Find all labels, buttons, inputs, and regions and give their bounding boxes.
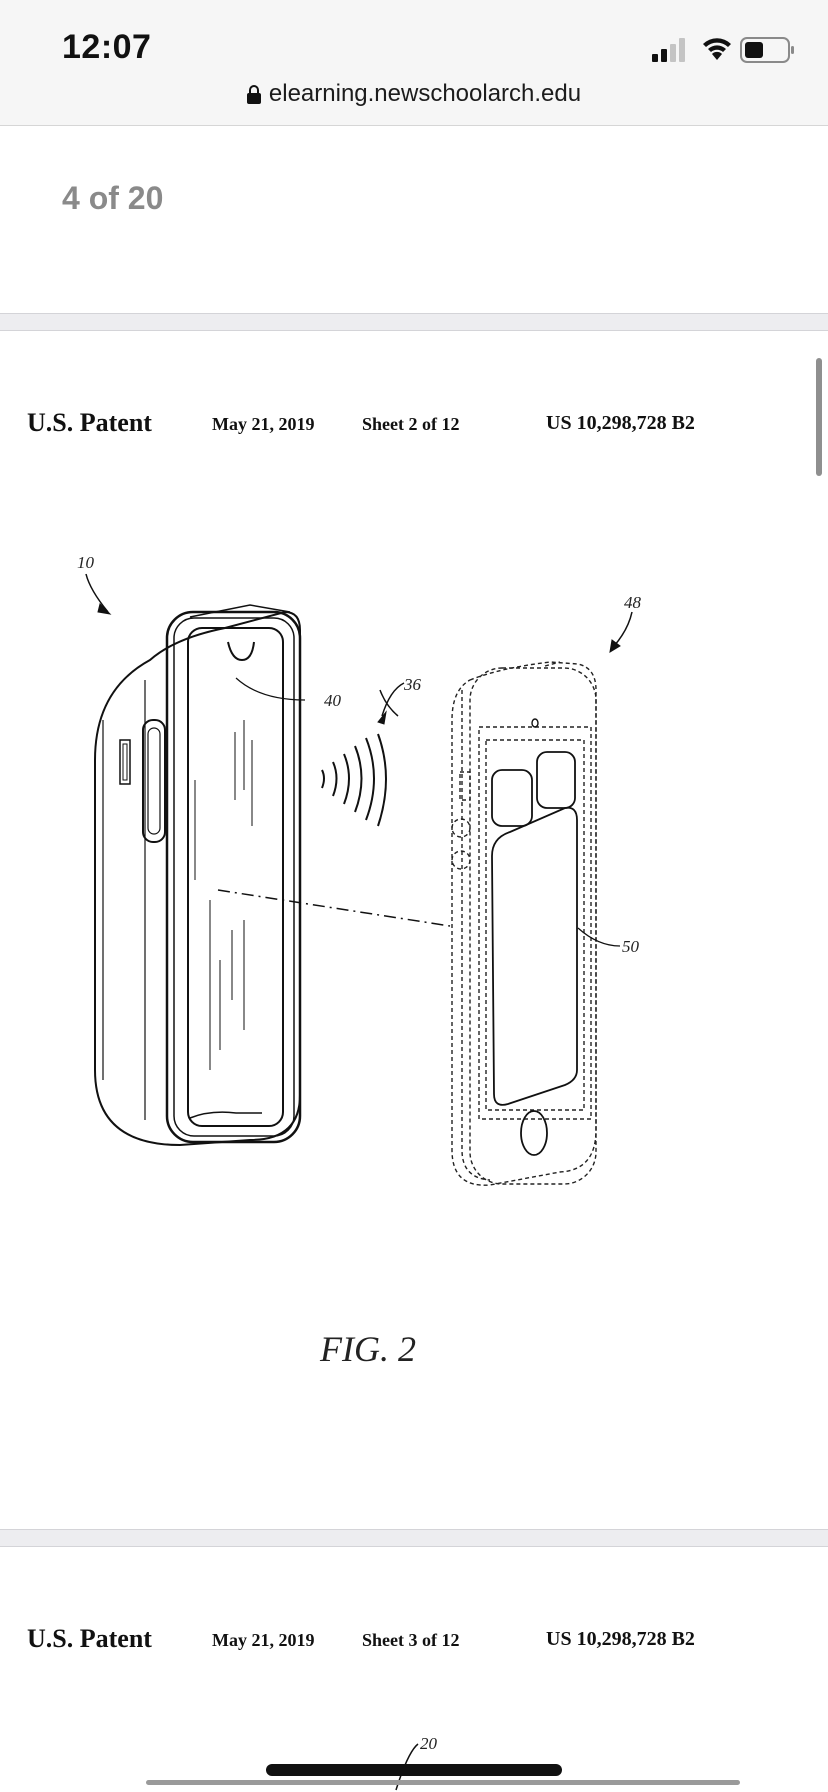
patent-header: U.S. Patent May 21, 2019 Sheet 3 of 12 U… — [0, 1624, 828, 1664]
wifi-icon — [703, 38, 731, 60]
patent-header: U.S. Patent May 21, 2019 Sheet 2 of 12 U… — [0, 408, 828, 448]
patent-sheet: Sheet 3 of 12 — [362, 1630, 460, 1650]
patent-figure-drawing: 10 48 36 40 50 — [77, 553, 642, 1186]
page-counter: 4 of 20 — [62, 180, 164, 216]
patent-date: May 21, 2019 — [212, 414, 315, 434]
patent-sheet: Sheet 2 of 12 — [362, 414, 460, 434]
status-bar: 12:07 elearning.newschoolarch.edu — [0, 0, 828, 126]
address-bar[interactable]: elearning.newschoolarch.edu — [0, 80, 828, 108]
lock-icon — [246, 85, 261, 104]
page-separator — [0, 313, 828, 331]
figure-caption: FIG. 2 — [320, 1329, 416, 1369]
scrollbar-thumb[interactable] — [816, 358, 822, 476]
patent-number: US 10,298,728 B2 — [546, 1628, 695, 1650]
url-text: elearning.newschoolarch.edu — [268, 80, 582, 107]
cellular-signal-icon — [652, 38, 685, 62]
ref-label-48: 48 — [624, 593, 642, 612]
clock: 12:07 — [62, 28, 152, 66]
home-indicator[interactable] — [266, 1764, 562, 1776]
horizontal-scrollbar[interactable] — [146, 1780, 740, 1785]
patent-number: US 10,298,728 B2 — [546, 412, 695, 434]
ref-label-10: 10 — [77, 553, 95, 572]
ref-label-36: 36 — [403, 675, 422, 694]
patent-title: U.S. Patent — [27, 408, 152, 437]
ref-label-40: 40 — [324, 691, 342, 710]
patent-date: May 21, 2019 — [212, 1630, 315, 1650]
ref-label-20: 20 — [420, 1734, 438, 1753]
battery-icon — [740, 37, 794, 63]
ref-label-50: 50 — [622, 937, 640, 956]
page-separator — [0, 1529, 828, 1547]
patent-title: U.S. Patent — [27, 1624, 152, 1653]
